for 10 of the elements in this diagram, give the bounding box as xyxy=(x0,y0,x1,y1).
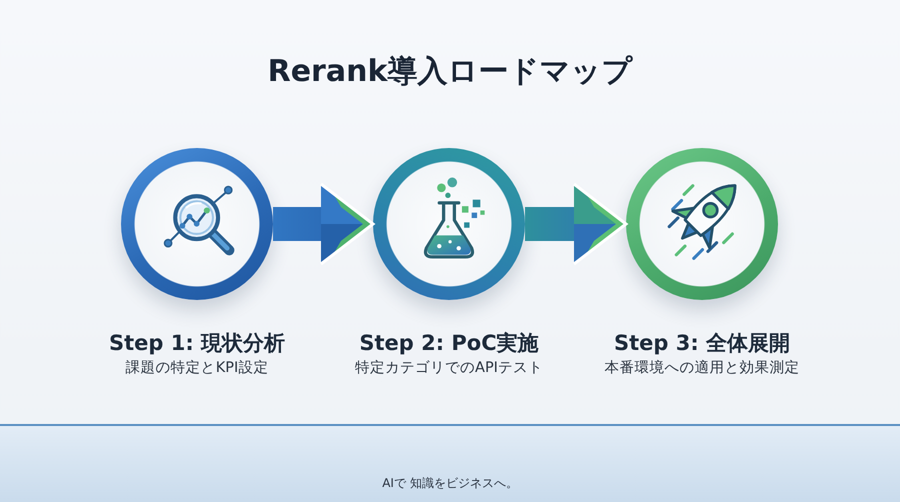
step-heading: Step 3: 全体展開 xyxy=(614,330,790,356)
step-description: 本番環境への適用と効果測定 xyxy=(604,358,800,378)
arrow xyxy=(273,182,374,266)
step-heading: Step 2: PoC実施 xyxy=(359,330,539,356)
tagline: AIで 知識をビジネスへ。 xyxy=(382,475,518,491)
arrow xyxy=(525,182,628,266)
step-description: 課題の特定とKPI設定 xyxy=(126,358,268,378)
title: Rerank導入ロードマップ xyxy=(268,53,632,91)
step-heading: Step 1: 現状分析 xyxy=(108,330,286,356)
step-description: 特定カテゴリでのAPIテスト xyxy=(355,358,543,378)
